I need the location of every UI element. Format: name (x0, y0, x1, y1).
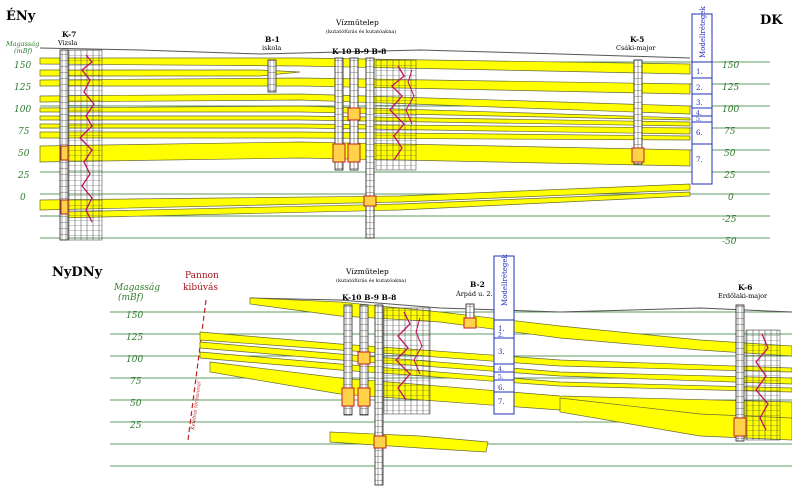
well-k6: K-6 Erdőlaki-major (718, 283, 781, 442)
top-right-tick: -25 (722, 215, 737, 225)
k7-sub: Vizsla (57, 39, 77, 47)
waterworks-top-names: K-10 B-9 B-8 (332, 47, 386, 56)
top-left-tick: 25 (17, 171, 30, 181)
top-section: K-7 Vizsla B-1 iskola Vízműtelep (kutató… (5, 5, 783, 247)
top-layer-5: 5. (696, 116, 702, 123)
bottom-layer-1: 1. (498, 325, 505, 333)
bottom-y-title-2: (mBf) (118, 292, 144, 303)
waterworks-bottom-title: Vízműtelep (345, 267, 389, 276)
bottom-layer-5: 5. (498, 374, 504, 381)
top-right-direction: DK (760, 13, 783, 28)
waterworks-top-title: Vízműtelep (335, 18, 379, 27)
bottom-tick: 25 (129, 421, 142, 431)
bottom-y-title-1: Magasság (113, 282, 160, 293)
well-k5: K-5 Csáki-major (616, 35, 656, 165)
waterworks-top-sub: (kutatófúrás és kutatóakna) (326, 28, 396, 35)
b1-sub: iskola (262, 44, 281, 52)
well-waterworks-top: Vízműtelep (kutatófúrás és kutatóakna) K… (326, 18, 417, 239)
well-k7: K-7 Vizsla (57, 30, 103, 241)
fault-label: Kelebiai törésvonal (189, 381, 203, 432)
top-right-tick: 50 (724, 149, 736, 159)
top-left-tick: 0 (20, 193, 26, 203)
well-waterworks-bottom: Vízműtelep (kutatófúrás és kutatóakna) K… (336, 267, 431, 486)
top-right-tick: 150 (722, 61, 739, 71)
bottom-layer-3: 3. (498, 348, 505, 356)
top-layer-6: 6. (696, 129, 703, 137)
top-right-tick: 0 (728, 193, 734, 203)
waterworks-bottom-names: K-10 B-9 B-8 (342, 293, 396, 302)
b2-sub: Árpád u. 2. (455, 289, 493, 298)
top-layer-1: 1. (696, 68, 703, 76)
top-layer-3: 3. (696, 99, 703, 107)
top-left-tick: 100 (14, 105, 31, 115)
top-surface-line (39, 47, 691, 59)
bottom-tick: 150 (126, 311, 143, 321)
top-left-tick: 50 (18, 149, 30, 159)
top-layer-2: 2. (696, 84, 703, 92)
bottom-model-header: Modellrétegek (501, 253, 509, 306)
b2-name: B-2 (470, 280, 485, 289)
bottom-layer-4: 4. (498, 366, 504, 373)
bottom-tick: 100 (126, 355, 143, 365)
pannon-label-1: Pannon (185, 271, 219, 281)
k6-sub: Erdőlaki-major (718, 291, 768, 300)
well-b1: B-1 iskola (262, 35, 281, 93)
well-b2: B-2 Árpád u. 2. (455, 280, 493, 329)
top-right-tick: -50 (722, 237, 737, 247)
bottom-layer-2: 2. (498, 332, 504, 339)
top-layer-4: 4. (696, 110, 702, 117)
k5-name: K-5 (630, 35, 644, 44)
top-right-tick: 75 (724, 127, 736, 137)
bottom-left-direction: NyDNy (52, 265, 103, 280)
bottom-tick: 75 (130, 377, 142, 387)
bottom-tick: 125 (126, 333, 143, 343)
top-right-tick: 25 (723, 171, 736, 181)
b1-name: B-1 (265, 35, 280, 44)
top-left-direction: ÉNy (6, 8, 36, 24)
top-model-header: Modellrétegek (699, 5, 707, 58)
k5-sub: Csáki-major (616, 44, 656, 52)
top-layer-7: 7. (696, 156, 703, 164)
waterworks-bottom-sub: (kutatófúrás és kutatóakna) (336, 277, 406, 284)
bottom-tick: 50 (130, 399, 142, 409)
bottom-model-layers: Modellrétegek 1. 2. 3. 4. 5. 6. 7. (493, 253, 515, 415)
top-y-title-2: (mBf) (14, 47, 33, 55)
k6-name: K-6 (738, 283, 752, 292)
bottom-ticks: 150 125 100 75 50 25 (126, 311, 143, 431)
top-y-title-1: Magasság (5, 40, 39, 48)
pannon-label-2: kibúvás (183, 282, 218, 293)
bottom-layer-7: 7. (498, 398, 505, 406)
top-right-tick: 100 (722, 105, 739, 115)
top-left-tick: 150 (14, 61, 31, 71)
top-left-ticks: 150 125 100 75 50 25 0 (14, 61, 31, 203)
top-right-ticks: 150 125 100 75 50 25 0 -25 -50 (722, 61, 739, 247)
k7-name: K-7 (62, 30, 76, 39)
bottom-section: Vízműtelep (kutatófúrás és kutatóakna) K… (52, 253, 792, 486)
bottom-layer-6: 6. (498, 384, 505, 392)
top-left-tick: 125 (14, 83, 31, 93)
top-left-tick: 75 (18, 127, 30, 137)
top-right-tick: 125 (722, 83, 739, 93)
top-model-layers: Modellrétegek 1. 2. 3. 4. 5. 6. 7. (691, 5, 713, 185)
